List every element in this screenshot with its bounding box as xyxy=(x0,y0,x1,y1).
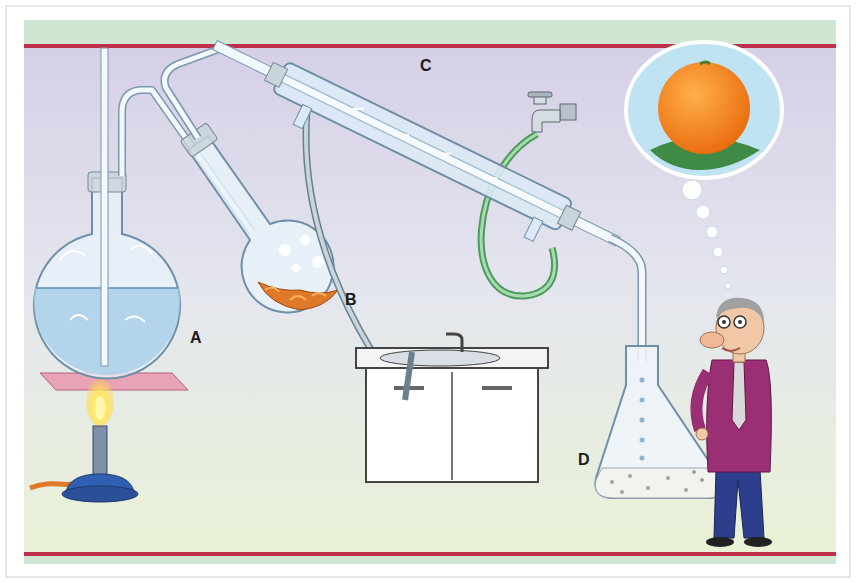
panel-ground xyxy=(24,20,836,560)
vapour-tube xyxy=(165,48,223,138)
part-letter: A xyxy=(190,330,202,346)
sink-cabinet xyxy=(356,334,548,482)
outer-frame xyxy=(6,6,850,577)
bottom-band xyxy=(24,556,836,564)
water-tap xyxy=(528,92,576,132)
bottom-rule xyxy=(24,552,836,556)
receiving-flask xyxy=(595,346,721,498)
part-letter: D xyxy=(578,452,590,468)
bunsen-burner xyxy=(30,378,138,502)
condenser xyxy=(199,30,625,275)
adapter-tube xyxy=(610,238,642,362)
part-letter: C xyxy=(420,58,432,74)
part-letter: B xyxy=(345,292,357,308)
top-band xyxy=(24,20,836,44)
thought-bubble xyxy=(626,42,782,289)
boiling-flask xyxy=(30,48,190,388)
scientist-figure xyxy=(696,298,772,547)
